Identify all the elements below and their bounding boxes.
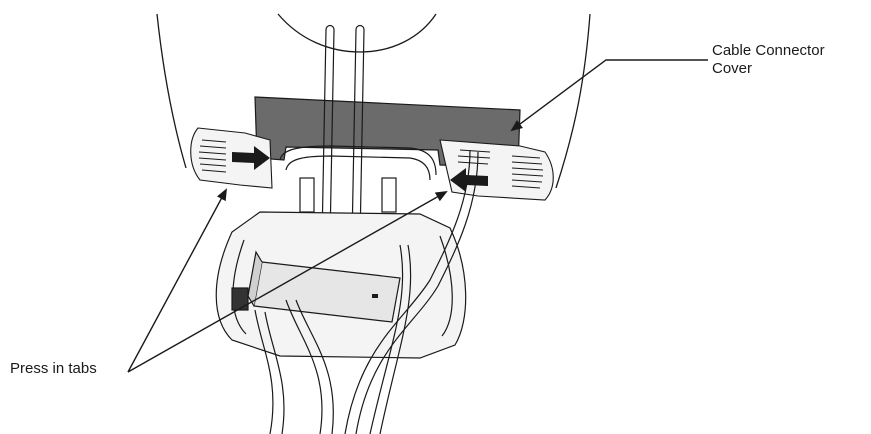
cable-cover-leader	[510, 59, 708, 132]
left-press-arrow	[232, 146, 270, 170]
power-brick	[231, 250, 401, 323]
left-vent-panel	[190, 127, 273, 189]
tabs-leader-left	[127, 188, 227, 373]
press-in-tabs-label: Press in tabs	[10, 360, 97, 377]
right-press-arrow	[450, 168, 488, 192]
stand-tubes	[318, 24, 370, 241]
monitor-back	[156, 13, 591, 189]
cable-connector-cover-label: Cable Connector Cover	[712, 42, 825, 78]
cable-connector-label-line1: Cable Connector	[712, 42, 825, 59]
tabs-leader-right	[127, 191, 448, 373]
right-vent-panel	[439, 139, 554, 201]
press-arrows	[232, 146, 488, 192]
cable-connector-label-line2: Cover	[712, 60, 753, 77]
mounting-bracket	[279, 145, 437, 213]
cables	[254, 149, 479, 434]
leader-lines	[127, 59, 708, 373]
